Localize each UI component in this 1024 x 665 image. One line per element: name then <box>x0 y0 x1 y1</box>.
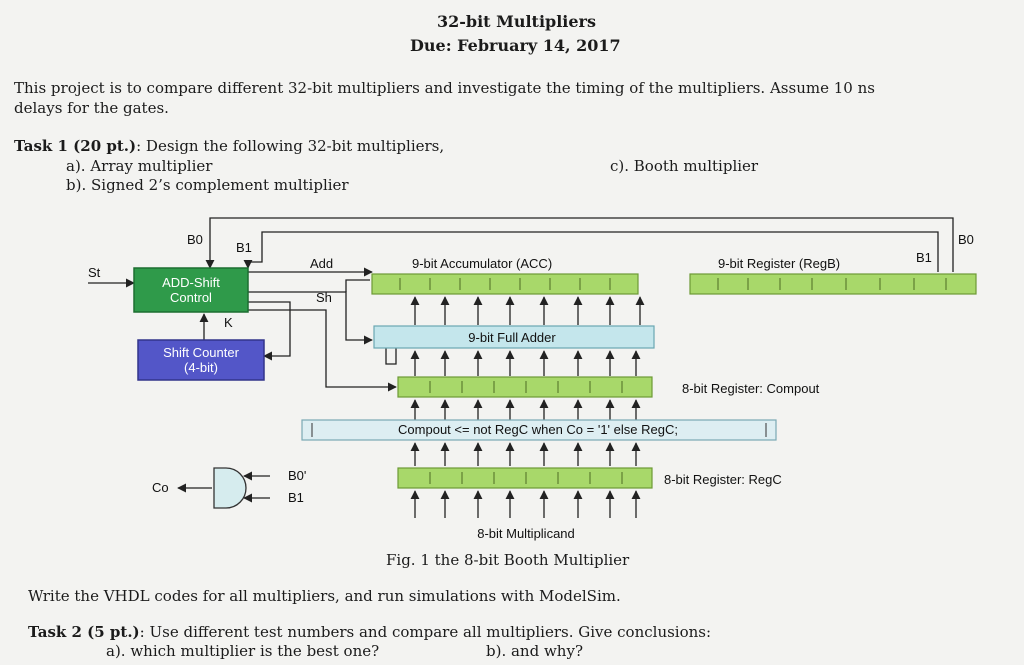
intro-line-1: This project is to compare different 32-… <box>14 79 875 97</box>
b0-prime-label: B0' <box>288 468 306 483</box>
intro-line-2: delays for the gates. <box>14 99 169 117</box>
multiplicand-label: 8-bit Multiplicand <box>477 526 575 541</box>
task1-item-b: b). Signed 2’s complement multiplier <box>66 176 349 194</box>
regc-label: 8-bit Register: RegC <box>664 472 782 487</box>
regc-bit-dividers <box>429 472 623 484</box>
compout-equation: Compout <= not RegC when Co = '1' else R… <box>398 422 678 437</box>
regc-to-eq-arrows <box>410 442 641 466</box>
accumulator-register <box>371 273 639 295</box>
shift-counter-block <box>137 339 265 381</box>
page-title: 32-bit Multipliers <box>437 12 596 31</box>
add-shift-control-block <box>133 267 249 313</box>
feedback-wires <box>88 217 954 392</box>
compout-label: 8-bit Register: Compout <box>682 381 820 396</box>
task1-item-c: c). Booth multiplier <box>610 157 759 175</box>
add-label: Add <box>310 256 333 271</box>
full-adder-block <box>373 325 655 349</box>
compout-bit-dividers <box>429 381 623 393</box>
task1-label: Task 1 (20 pt.) <box>14 137 137 155</box>
and-gate-icon <box>177 467 270 509</box>
task1-item-a: a). Array multiplier <box>66 157 213 175</box>
counter-label-1: Shift Counter <box>163 345 240 360</box>
st-label: St <box>88 265 101 280</box>
compout-register <box>397 376 653 398</box>
sh-label: Sh <box>316 290 332 305</box>
k-label: K <box>224 315 233 330</box>
multiplicand-arrows <box>410 490 641 518</box>
acc-label: 9-bit Accumulator (ACC) <box>412 256 552 271</box>
regb-register <box>689 273 977 295</box>
co-label: Co <box>152 480 169 495</box>
task2-item-a: a). which multiplier is the best one? <box>106 642 380 660</box>
adder-to-acc-arrows <box>410 296 645 325</box>
b0-right-label: B0 <box>958 232 974 247</box>
regc-register <box>397 467 653 489</box>
b1-gate-label: B1 <box>288 490 304 505</box>
task1-text: : Design the following 32-bit multiplier… <box>136 137 445 155</box>
task2-item-b: b). and why? <box>486 642 583 660</box>
b0-left-label: B0 <box>187 232 203 247</box>
figure-caption: Fig. 1 the 8-bit Booth Multiplier <box>386 551 630 569</box>
control-label-2: Control <box>170 290 212 305</box>
task2-text: : Use different test numbers and compare… <box>139 623 712 641</box>
task2-label: Task 2 (5 pt.) <box>28 623 140 641</box>
b1-right-label: B1 <box>916 250 932 265</box>
vhdl-instruction: Write the VHDL codes for all multipliers… <box>28 587 621 605</box>
counter-label-2: (4-bit) <box>184 360 218 375</box>
regb-label: 9-bit Register (RegB) <box>718 256 840 271</box>
b1-left-label: B1 <box>236 240 252 255</box>
regb-bit-dividers <box>717 278 947 290</box>
adder-label: 9-bit Full Adder <box>468 330 556 345</box>
control-label-1: ADD-Shift <box>162 275 220 290</box>
eq-to-compout-arrows <box>410 399 641 420</box>
compout-equation-box <box>301 419 777 441</box>
compout-to-adder-arrows <box>410 350 641 376</box>
due-date: Due: February 14, 2017 <box>410 36 621 55</box>
acc-bit-dividers <box>399 278 611 290</box>
task1-heading: Task 1 (20 pt.): Design the following 32… <box>14 137 444 155</box>
task2-heading: Task 2 (5 pt.): Use different test numbe… <box>28 623 711 641</box>
